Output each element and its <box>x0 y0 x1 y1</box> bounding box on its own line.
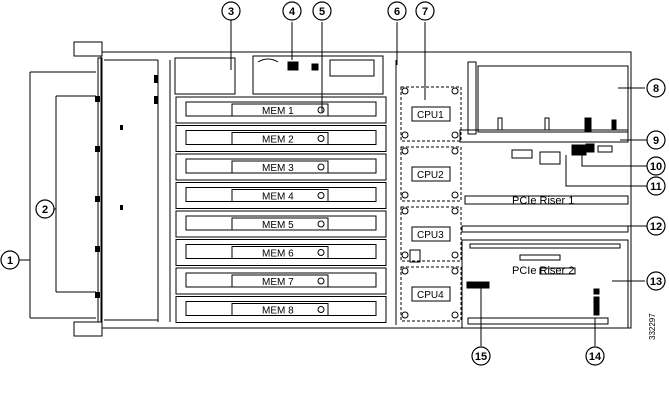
memory-module: MEM 5 <box>175 210 387 238</box>
callout-number: 9 <box>653 135 659 147</box>
callout-number: 8 <box>653 83 659 95</box>
callout-number: 14 <box>589 351 602 363</box>
callout-number: 5 <box>319 6 325 18</box>
front-bay-marks <box>95 75 158 298</box>
callout-number: 3 <box>228 6 234 18</box>
memory-module-label: MEM 2 <box>262 135 294 146</box>
memory-module-label: MEM 8 <box>262 306 294 317</box>
memory-module: MEM 1 <box>175 96 387 124</box>
callout-number: 1 <box>7 255 13 267</box>
memory-module-label: MEM 3 <box>262 163 294 174</box>
cpu-label: CPU4 <box>417 290 444 301</box>
memory-module-label: MEM 6 <box>262 249 294 260</box>
memory-modules: MEM 1 MEM 2 MEM 3 MEM 4 MEM 5 MEM 6 MEM 7 MEM 8 <box>175 96 387 323</box>
callout-marker: 3 <box>221 1 241 21</box>
callout-marker: 15 <box>471 346 491 366</box>
callout-marker: 11 <box>646 176 666 196</box>
callout-marker: 5 <box>312 1 332 21</box>
callout-number: 6 <box>394 6 400 18</box>
callout-marker: 9 <box>646 130 666 150</box>
callout-number: 15 <box>475 351 487 363</box>
callout-marker: 6 <box>387 1 407 21</box>
pcie-riser-1-label: PCIe Riser 1 <box>512 195 574 207</box>
cpu-socket: CPU1 <box>400 86 462 142</box>
chassis <box>73 41 632 337</box>
callout-number: 13 <box>650 276 662 288</box>
callout-marker: 14 <box>585 346 605 366</box>
callout-marker: 12 <box>646 216 666 236</box>
callout-marker: 10 <box>646 156 666 176</box>
pcie-riser-2-label: PCIe Riser 2 <box>512 265 574 277</box>
memory-module-label: MEM 1 <box>262 106 294 117</box>
memory-module-label: MEM 7 <box>262 277 294 288</box>
callout-marker: 7 <box>415 1 435 21</box>
cpu-label: CPU3 <box>417 230 444 241</box>
leader-lines <box>19 20 648 346</box>
cpu-socket: CPU2 <box>400 146 462 202</box>
memory-module: MEM 3 <box>175 153 387 181</box>
cpu-label: CPU1 <box>417 110 444 121</box>
callout-number: 11 <box>650 181 662 193</box>
riser-area <box>409 61 629 329</box>
memory-module: MEM 4 <box>175 182 387 209</box>
callout-number: 2 <box>42 204 48 216</box>
memory-module-label: MEM 4 <box>262 192 294 203</box>
callout-number: 12 <box>650 221 662 233</box>
memory-module-label: MEM 5 <box>262 220 294 231</box>
callout-marker: 13 <box>646 271 666 291</box>
callout-marker: 1 <box>0 250 20 270</box>
cpu-socket: CPU4 <box>400 266 462 322</box>
memory-module: MEM 2 <box>175 125 387 152</box>
callout-number: 4 <box>289 6 296 18</box>
figure-id: 332297 <box>648 313 657 340</box>
cpu-socket: CPU3 <box>400 206 462 262</box>
callout-marker: 8 <box>646 78 666 98</box>
memory-module: MEM 7 <box>175 267 387 295</box>
callout-marker: 2 <box>35 199 55 219</box>
memory-module: MEM 6 <box>175 239 387 266</box>
cpu-label: CPU2 <box>417 170 444 181</box>
callout-number: 7 <box>422 6 428 18</box>
memory-module: MEM 8 <box>175 296 387 323</box>
callout-number: 10 <box>650 161 662 173</box>
callout-marker: 4 <box>282 1 302 21</box>
top-components <box>174 55 384 95</box>
